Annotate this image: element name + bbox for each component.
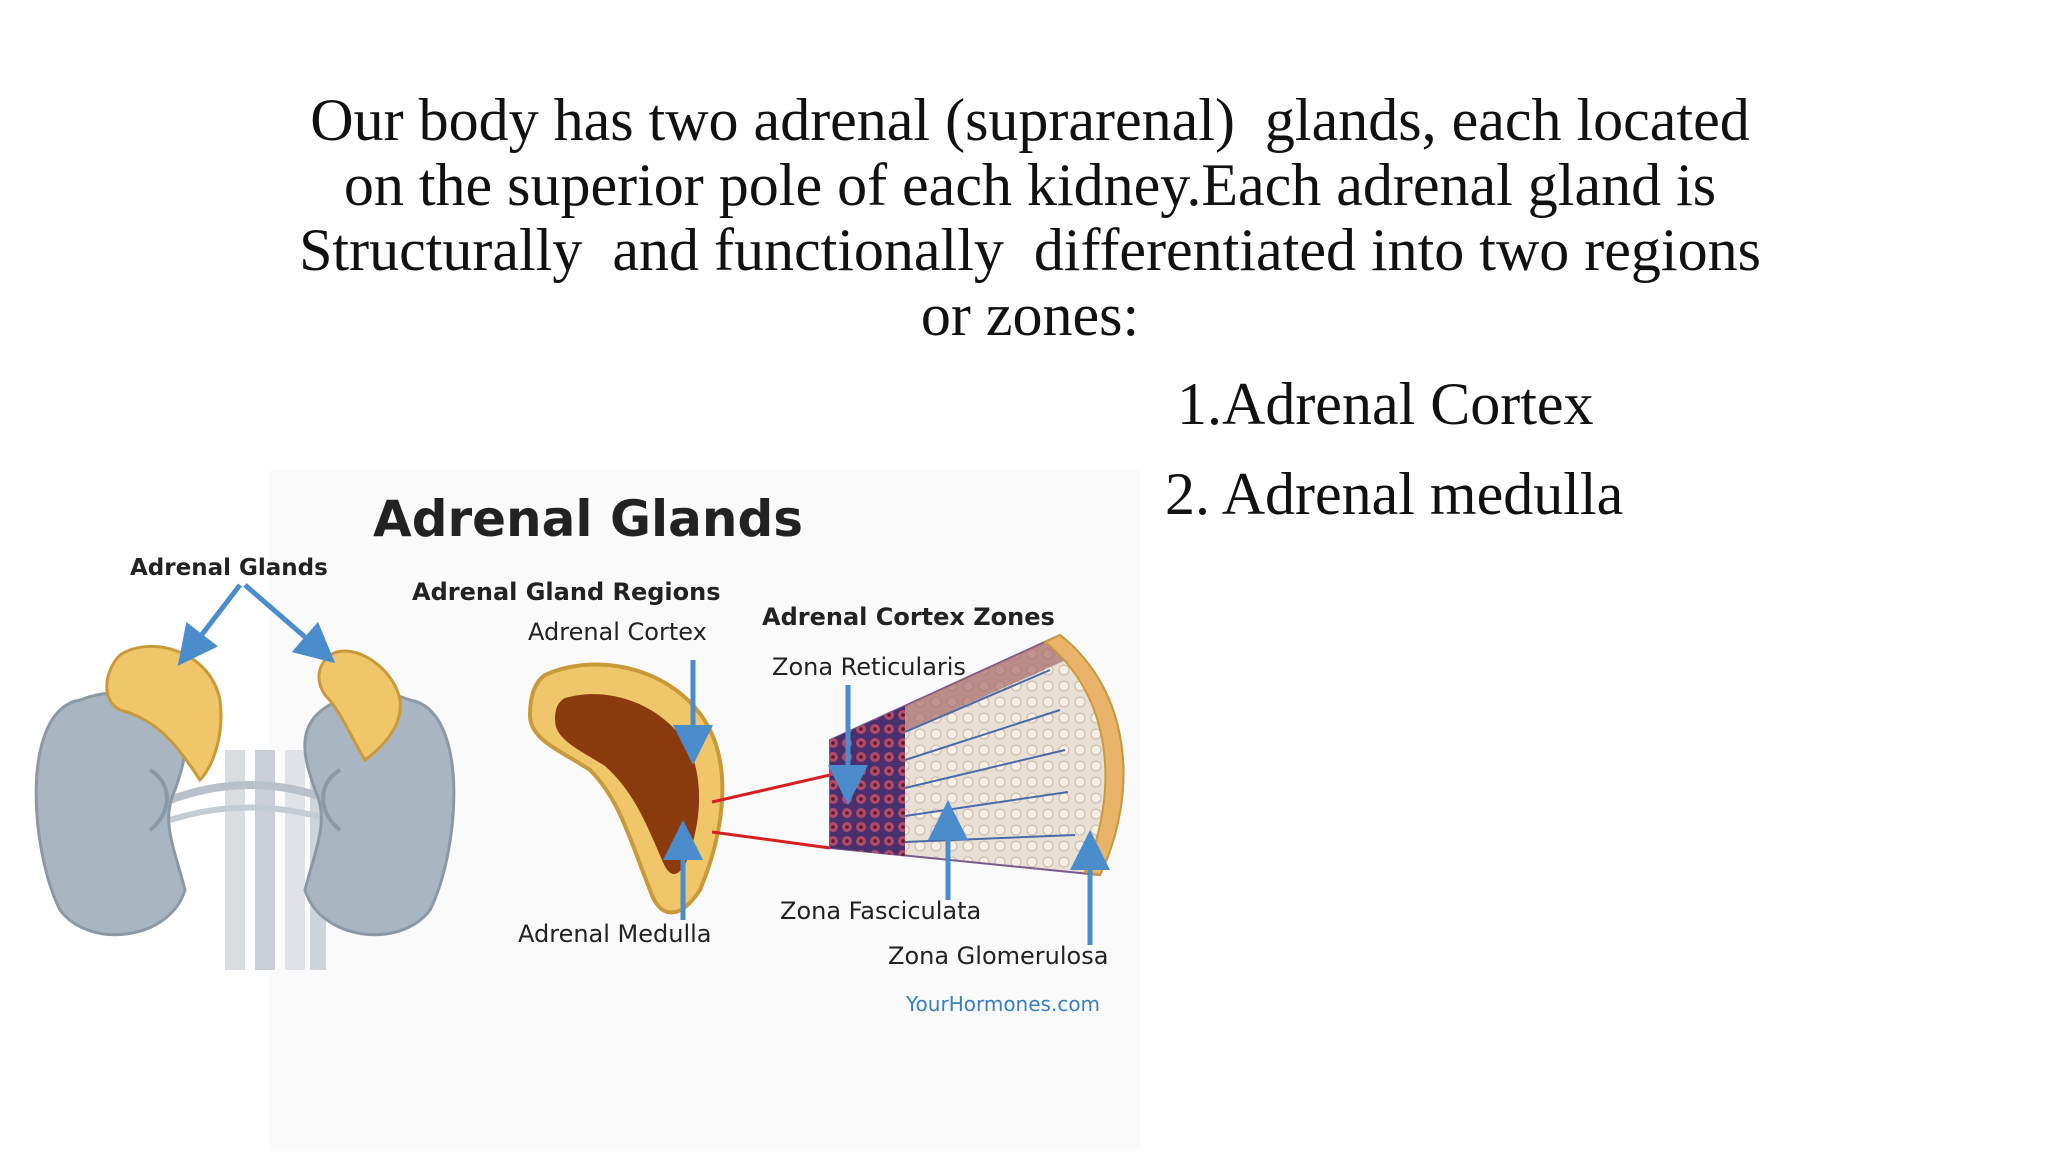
zoom-connector-bottom: [711, 830, 831, 850]
gland-arrow-right: [243, 583, 336, 664]
spine-icon: [168, 750, 332, 970]
intro-paragraph: Our body has two adrenal (suprarenal) gl…: [250, 88, 1810, 348]
adrenal-illustration: [34, 470, 1140, 1150]
label-zona-glomerulosa: Zona Glomerulosa: [888, 942, 1109, 970]
label-adrenal-glands: Adrenal Glands: [130, 555, 328, 581]
diagram-credit: YourHormones.com: [906, 992, 1101, 1016]
label-adrenal-medulla: Adrenal Medulla: [518, 920, 712, 948]
intro-line: Our body has two adrenal (suprarenal) gl…: [310, 87, 1750, 153]
intro-line: on the superior pole of each kidney.Each…: [343, 152, 1717, 218]
label-zona-fasciculata: Zona Fasciculata: [780, 897, 982, 925]
zoom-connector-top: [711, 773, 831, 804]
intro-line: or zones:: [920, 282, 1140, 348]
label-zona-reticularis: Zona Reticularis: [772, 653, 966, 681]
intro-line: Structurally and functionally differenti…: [299, 217, 1761, 283]
label-adrenal-cortex: Adrenal Cortex: [528, 618, 707, 646]
cortex-zones-wedge-icon: [829, 633, 1125, 877]
label-cortex-zones: Adrenal Cortex Zones: [762, 603, 1055, 631]
right-adrenal-gland-icon: [317, 649, 402, 763]
gland-arrow-left: [177, 583, 242, 666]
diagram-title: Adrenal Glands: [373, 490, 804, 548]
adrenal-diagram: Adrenal Glands Adrenal Glands Adrenal Gl…: [0, 470, 1160, 1150]
label-gland-regions: Adrenal Gland Regions: [412, 578, 721, 606]
zone-item-cortex: 1.Adrenal Cortex: [1177, 371, 1594, 437]
zone-item-medulla: 2. Adrenal medulla: [1165, 461, 1624, 527]
